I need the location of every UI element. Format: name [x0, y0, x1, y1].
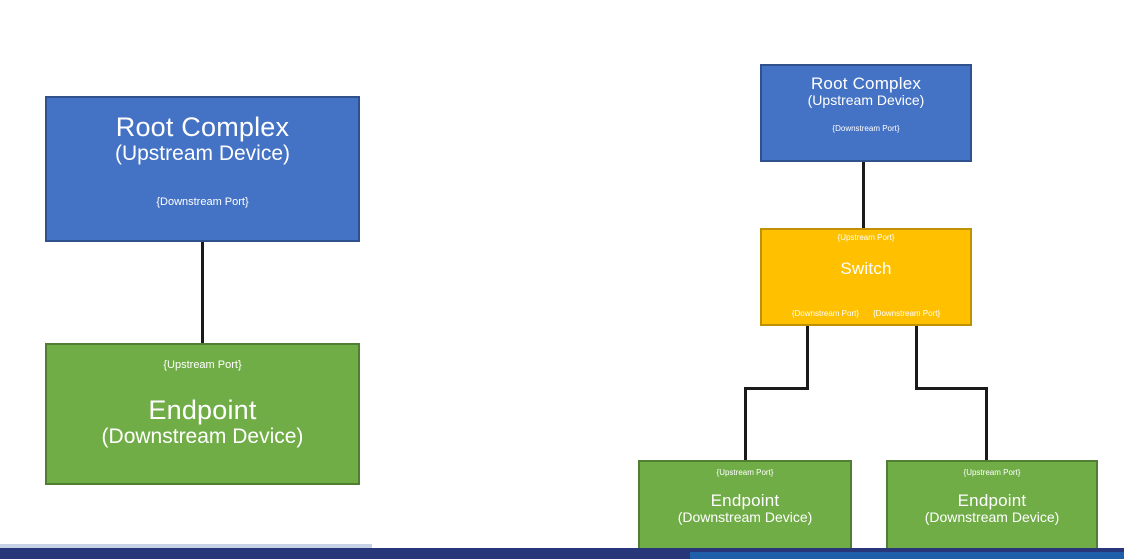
link-switch-to-endpoint-left-seg1: [806, 326, 809, 390]
node-endpoint-left[interactable]: {Upstream Port} Endpoint (Downstream Dev…: [638, 460, 852, 554]
link-switch-to-endpoint-left-seg2: [744, 387, 809, 390]
root-complex-title: Root Complex: [115, 112, 290, 142]
footer-navy-bar: [0, 548, 1124, 559]
switch-downstream-port-left-label: {Downstream Port}: [791, 309, 859, 319]
root-complex-downstream-port-label: {Downstream Port}: [832, 123, 900, 133]
root-complex-downstream-port-label: {Downstream Port}: [156, 195, 249, 208]
endpoint-subtitle: (Downstream Device): [924, 508, 1060, 525]
endpoint-title: Endpoint: [957, 490, 1027, 510]
switch-title: Switch: [840, 258, 892, 278]
endpoint-upstream-port-label: {Upstream Port}: [716, 468, 774, 477]
node-root-complex-simple[interactable]: Root Complex (Upstream Device) {Downstre…: [45, 96, 360, 242]
footer-blue-bar: [690, 552, 1124, 559]
link-switch-to-endpoint-right-seg2: [915, 387, 988, 390]
root-complex-title: Root Complex: [810, 74, 922, 93]
endpoint-title: Endpoint: [148, 395, 257, 426]
endpoint-upstream-port-label: {Upstream Port}: [963, 468, 1021, 477]
root-complex-subtitle: (Upstream Device): [807, 92, 925, 109]
switch-downstream-ports: {Downstream Port} {Downstream Port}: [791, 309, 941, 324]
endpoint-title: Endpoint: [710, 490, 780, 510]
node-switch[interactable]: {Upstream Port} Switch {Downstream Port}…: [760, 228, 972, 326]
link-root-complex-to-endpoint: [201, 242, 204, 344]
switch-upstream-port-label: {Upstream Port}: [837, 233, 895, 242]
node-endpoint-right[interactable]: {Upstream Port} Endpoint (Downstream Dev…: [886, 460, 1098, 554]
footer-accent-strip: [0, 544, 372, 548]
switch-downstream-port-right-label: {Downstream Port}: [873, 309, 941, 319]
link-switch-to-endpoint-left-seg3: [744, 387, 747, 461]
endpoint-subtitle: (Downstream Device): [677, 508, 813, 525]
root-complex-subtitle: (Upstream Device): [114, 142, 291, 166]
link-switch-to-endpoint-right-seg3: [985, 387, 988, 461]
node-endpoint-simple[interactable]: {Upstream Port} Endpoint (Downstream Dev…: [45, 343, 360, 485]
node-root-complex-switch[interactable]: Root Complex (Upstream Device) {Downstre…: [760, 64, 972, 162]
link-root-complex-to-switch: [862, 162, 865, 228]
endpoint-subtitle: (Downstream Device): [101, 425, 304, 449]
endpoint-upstream-port-label: {Upstream Port}: [163, 359, 242, 371]
link-switch-to-endpoint-right-seg1: [915, 326, 918, 390]
